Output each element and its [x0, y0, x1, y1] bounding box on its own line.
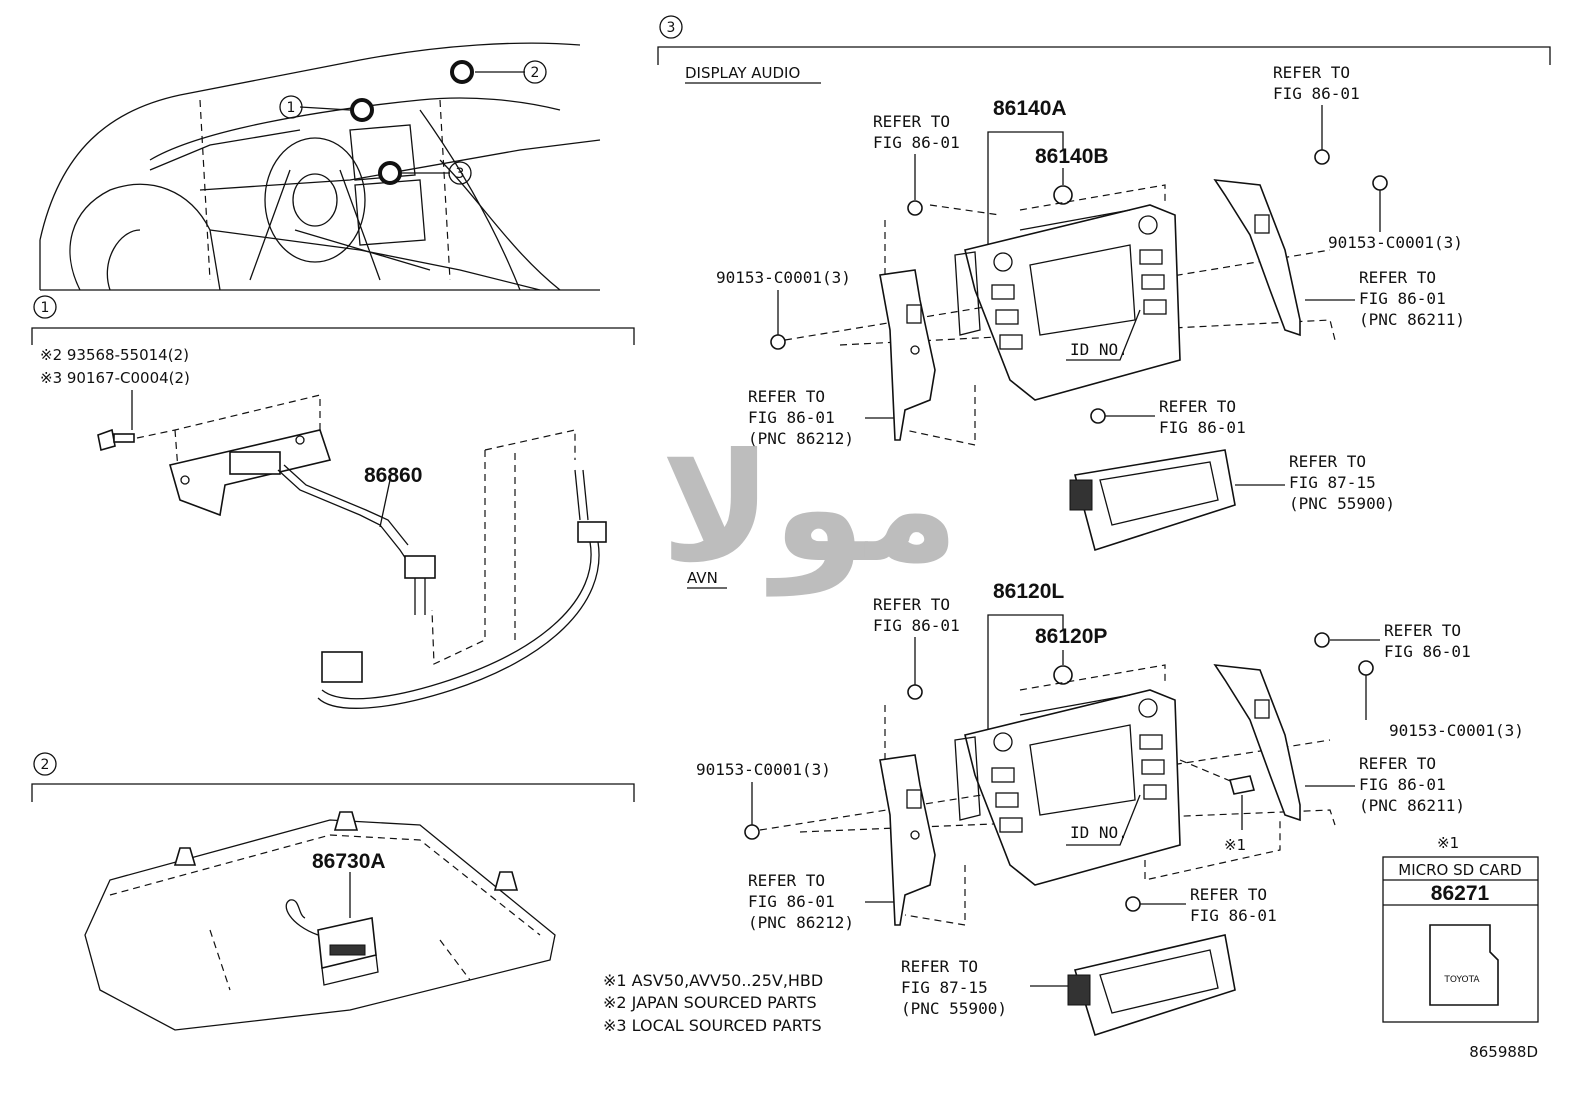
ref-right-mid-2: FIG 86-01: [1359, 289, 1446, 308]
ref-left-bottom-1: REFER TO: [748, 387, 825, 406]
avn-ref-climate-2: FIG 87-15: [901, 978, 988, 997]
avn-assembly: AVN 86120L 86120P REFER TO FIG 86-01 REF…: [687, 569, 1524, 1037]
avn-head-unit: [954, 689, 1181, 886]
toyota-logo: TOYOTA: [1443, 975, 1480, 985]
avn-ref-climate-3: (PNC 55900): [901, 999, 1007, 1018]
mic-bracket: [168, 429, 332, 517]
footnote-3: ※3 LOCAL SOURCED PARTS: [603, 1016, 822, 1035]
id-no-label-da: ID NO.: [1070, 340, 1128, 359]
marker-2-callout: 2: [523, 60, 547, 84]
avn-ref-right-top-1: REFER TO: [1384, 621, 1461, 640]
screw-icon: [97, 428, 135, 452]
footnotes: ※1 ASV50,AVV50..25V,HBD ※2 JAPAN SOURCED…: [603, 971, 823, 1035]
bolt-label-right: 90153-C0001(3): [1328, 233, 1463, 252]
note-japan-sourced-screw: ※2 93568-55014(2): [40, 346, 189, 364]
climate-panel-da: [1069, 449, 1236, 552]
note-local-sourced-screw: ※3 90167-C0004(2): [40, 369, 190, 387]
bracket-left: [879, 269, 936, 441]
ref-left-top-1: REFER TO: [873, 112, 950, 131]
part-86120p: 86120P: [1035, 625, 1107, 648]
part-86271: 86271: [1431, 882, 1490, 905]
sd-slot: ※1: [1224, 775, 1256, 854]
marker-3-callout: 3: [448, 161, 472, 185]
avn-bolt-label-left: 90153-C0001(3): [696, 760, 831, 779]
section-2: 2 86730A: [31, 752, 635, 1031]
section-1: 1 ※2 93568-55014(2) ※3 90167-C0004(2) 86…: [31, 295, 635, 709]
bracket-right: [1213, 179, 1301, 337]
avn-heading: AVN: [687, 569, 718, 587]
micro-sd-card-box: ※1 MICRO SD CARD 86271 TOYOTA: [1382, 834, 1539, 1023]
display-audio-heading: DISPLAY AUDIO: [685, 64, 800, 82]
avn-ref-right-mid-2: FIG 86-01: [1359, 775, 1446, 794]
avn-ref-left-bottom-2: FIG 86-01: [748, 892, 835, 911]
ref-left-bottom-2: FIG 86-01: [748, 408, 835, 427]
ref-right-top-1: REFER TO: [1273, 63, 1350, 82]
avn-ref-left-bottom-3: (PNC 86212): [748, 913, 854, 932]
avn-ref-left-top-1: REFER TO: [873, 595, 950, 614]
avn-ref-climate-1: REFER TO: [901, 957, 978, 976]
marker-1-callout: 1: [279, 95, 303, 119]
diagram-code: 865988D: [1469, 1043, 1538, 1061]
ref-climate-1: REFER TO: [1289, 452, 1366, 471]
bolt-label-left: 90153-C0001(3): [716, 268, 851, 287]
sd-ref-mark: ※1: [1437, 834, 1459, 852]
sd-card-title: MICRO SD CARD: [1398, 861, 1521, 879]
ref-center-bottom-1: REFER TO: [1159, 397, 1236, 416]
ref-climate-2: FIG 87-15: [1289, 473, 1376, 492]
avn-bolt-label-right: 90153-C0001(3): [1389, 721, 1524, 740]
car-interior-overview: 1 2 3: [39, 42, 601, 291]
id-no-label-avn: ID NO.: [1070, 823, 1128, 842]
part-86140b: 86140B: [1035, 145, 1109, 168]
footnote-2: ※2 JAPAN SOURCED PARTS: [603, 993, 817, 1012]
marker-3-text: 3: [456, 166, 465, 182]
avn-ref-center-bottom-2: FIG 86-01: [1190, 906, 1277, 925]
ref-right-top-2: FIG 86-01: [1273, 84, 1360, 103]
avn-sd-ref: ※1: [1224, 836, 1246, 854]
display-audio-head-unit: [954, 204, 1181, 401]
usb-module: [317, 917, 379, 986]
ref-center-bottom-2: FIG 86-01: [1159, 418, 1246, 437]
section-3-marker: 3: [667, 20, 676, 36]
section-1-marker: 1: [41, 300, 50, 316]
part-86140a: 86140A: [993, 97, 1067, 120]
footnote-1: ※1 ASV50,AVV50..25V,HBD: [603, 971, 823, 990]
part-86860: 86860: [364, 464, 422, 487]
part-86730a: 86730A: [312, 850, 386, 873]
avn-ref-right-mid-1: REFER TO: [1359, 754, 1436, 773]
watermark: مولا: [661, 422, 960, 597]
display-audio-assembly: 86140A 86140B REFER TO FIG 86-01 REFER T…: [716, 63, 1465, 552]
avn-ref-left-top-2: FIG 86-01: [873, 616, 960, 635]
part-86120l: 86120L: [993, 580, 1064, 603]
marker-1-text: 1: [287, 100, 296, 116]
ref-right-mid-3: (PNC 86211): [1359, 310, 1465, 329]
avn-bracket-right: [1213, 664, 1301, 822]
climate-panel-avn: [1067, 934, 1236, 1037]
avn-ref-center-bottom-1: REFER TO: [1190, 885, 1267, 904]
avn-ref-left-bottom-1: REFER TO: [748, 871, 825, 890]
section-2-marker: 2: [41, 757, 50, 773]
avn-ref-right-top-2: FIG 86-01: [1384, 642, 1471, 661]
ref-climate-3: (PNC 55900): [1289, 494, 1395, 513]
ref-left-bottom-3: (PNC 86212): [748, 429, 854, 448]
avn-bracket-left: [879, 754, 936, 926]
marker-2-text: 2: [531, 65, 540, 81]
ref-right-mid-1: REFER TO: [1359, 268, 1436, 287]
avn-ref-right-mid-3: (PNC 86211): [1359, 796, 1465, 815]
ref-left-top-2: FIG 86-01: [873, 133, 960, 152]
